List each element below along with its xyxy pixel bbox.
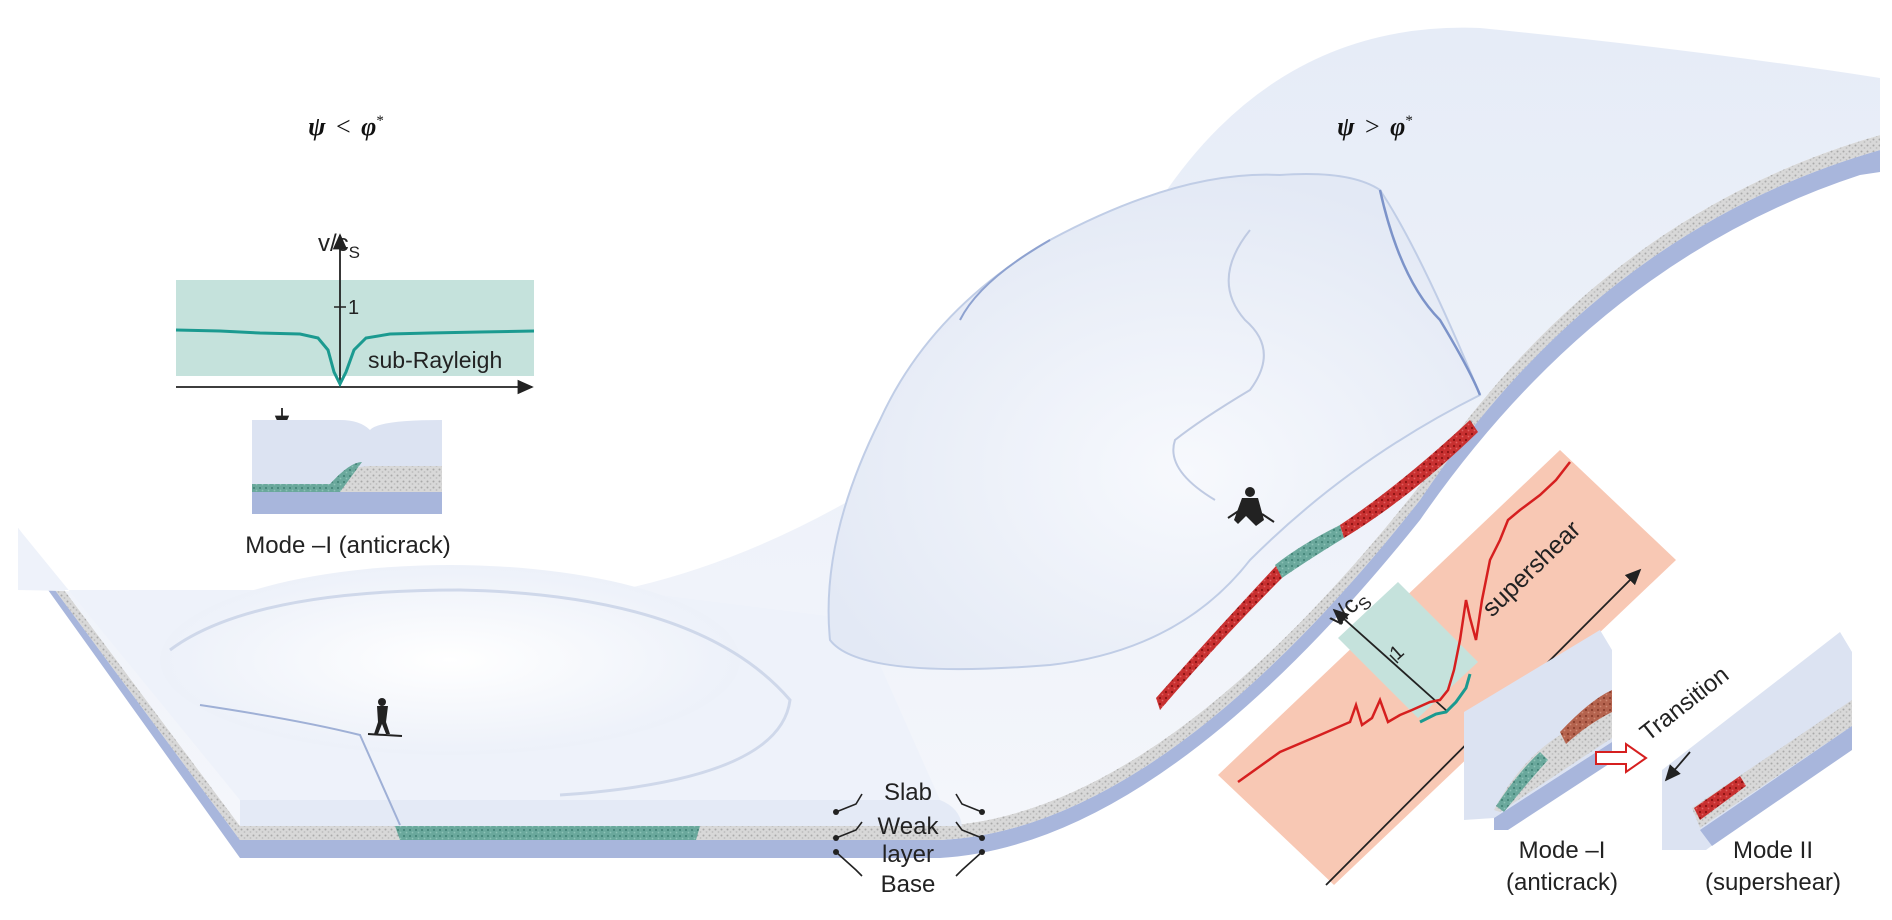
- supershear-chart: 1 v/cS supershear: [1218, 450, 1676, 886]
- right-mode1-caption-line1: Mode –I: [1519, 837, 1606, 864]
- left-collapsed-weak-layer: [395, 826, 700, 840]
- left-mode-caption: Mode –I (anticrack): [245, 532, 450, 559]
- weak-layer-label-line1: Weak: [878, 813, 940, 840]
- terrain: [18, 27, 1880, 858]
- skier-left-icon: [367, 698, 403, 737]
- svg-text:ψ < φ*: ψ < φ*: [308, 112, 384, 141]
- mode2-inset: [1662, 632, 1852, 850]
- weak-layer-label-line2: layer: [882, 841, 934, 868]
- right-supershear-weak-layer: [1340, 420, 1478, 538]
- skier-right-icon: [1227, 487, 1275, 526]
- layer-legend: [835, 793, 983, 877]
- mode2-caption-line2: (supershear): [1705, 869, 1841, 896]
- right-bowl: [827, 173, 1482, 671]
- slab-label: Slab: [884, 779, 932, 806]
- svg-text:ψ > φ*: ψ > φ*: [1337, 112, 1413, 141]
- sub-rayleigh-label: sub-Rayleigh: [368, 347, 502, 373]
- left-mode-inset: [252, 408, 442, 514]
- right-mode1-inset: [1464, 630, 1612, 830]
- base-label: Base: [881, 871, 936, 898]
- mode2-caption-line1: Mode II: [1733, 837, 1813, 864]
- ski-track: [1172, 229, 1265, 501]
- right-condition: ψ > φ*: [1337, 112, 1413, 141]
- sub-rayleigh-chart: 1 v/cS sub-Rayleigh: [175, 230, 535, 395]
- right-collapsed-weak-layer: [1275, 525, 1344, 578]
- tick-one-left: 1: [348, 297, 359, 319]
- supershear-curve: [1237, 461, 1571, 784]
- left-bowl: [160, 565, 740, 755]
- left-condition: ψ < φ*: [308, 112, 384, 141]
- right-mode1-caption-line2: (anticrack): [1506, 869, 1618, 896]
- axis-label-left: v/cS: [318, 230, 360, 262]
- sub-rayleigh-curve: [175, 328, 535, 388]
